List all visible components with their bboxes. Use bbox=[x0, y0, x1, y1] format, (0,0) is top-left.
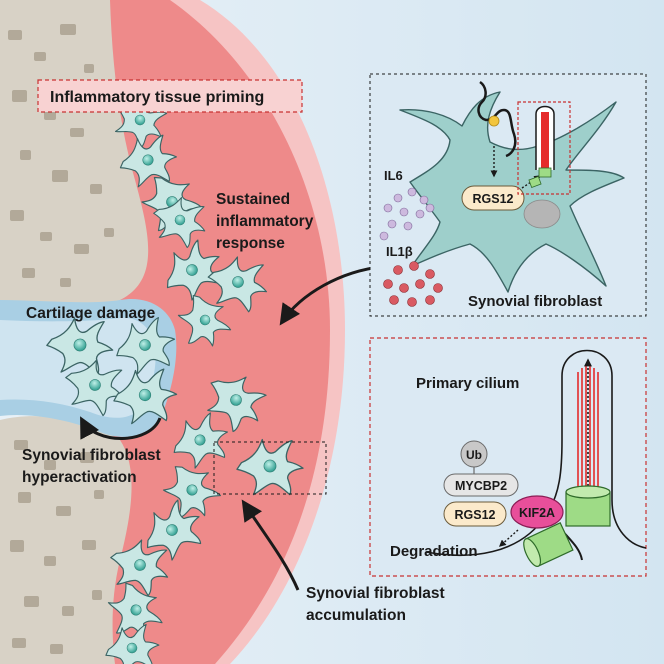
hyperactivation-label-line1: Synovial fibroblast bbox=[22, 447, 161, 464]
priming-label: Inflammatory tissue priming bbox=[50, 89, 264, 106]
cilium-axoneme bbox=[577, 366, 599, 490]
il1b-dots bbox=[383, 261, 443, 307]
il6-label: IL6 bbox=[384, 168, 403, 183]
sustained-label-line2: inflammatory bbox=[216, 213, 314, 230]
priming-label-box bbox=[37, 79, 303, 113]
selected-cell-box bbox=[213, 441, 327, 495]
accumulation-arrow bbox=[241, 499, 300, 591]
kif2a-label: KIF2A bbox=[519, 506, 555, 520]
rgs12-label-lower: RGS12 bbox=[455, 508, 496, 522]
rgs12-label: RGS12 bbox=[473, 192, 514, 206]
small-basal-body bbox=[538, 167, 552, 178]
synovial-fibroblast-panel: RGS12 IL6 IL1β bbox=[369, 73, 647, 317]
il1b-label: IL1β bbox=[386, 244, 413, 259]
cilium-panel-frame bbox=[369, 337, 647, 577]
accumulation-label-line2: accumulation bbox=[306, 607, 406, 624]
synovial-fibroblast-label: Synovial fibroblast bbox=[468, 293, 602, 310]
accumulation-label-line1: Synovial fibroblast bbox=[306, 585, 445, 602]
ligand-icon bbox=[488, 115, 500, 127]
big-cell-nucleus bbox=[523, 199, 561, 229]
primary-cilium-panel: Ub MYCBP2 RGS12 KIF2A Primary cilium Deg… bbox=[369, 337, 647, 577]
hyperactivation-arrow bbox=[80, 416, 162, 440]
cilium-highlight-box bbox=[517, 101, 571, 195]
sustained-label-line3: response bbox=[216, 235, 285, 252]
hyperactivation-label-line2: hyperactivation bbox=[22, 469, 137, 486]
mycbp2-label: MYCBP2 bbox=[455, 479, 507, 493]
small-cilium-axoneme bbox=[541, 112, 549, 170]
basal-body bbox=[565, 485, 611, 527]
small-basal-body-2 bbox=[528, 176, 542, 188]
kif2a-ellipse bbox=[510, 495, 564, 529]
receptor-icon bbox=[477, 80, 517, 158]
rgs12-pill bbox=[461, 185, 525, 211]
cartilage-damage-label: Cartilage damage bbox=[26, 305, 156, 322]
mycbp2-pill bbox=[443, 473, 519, 497]
rgs12-pill-lower bbox=[443, 501, 507, 527]
degradation-arrow bbox=[498, 529, 519, 547]
bone-spots bbox=[8, 24, 114, 654]
ub-label: Ub bbox=[466, 448, 482, 462]
sustained-label-line1: Sustained bbox=[216, 191, 290, 208]
basal-body-2 bbox=[523, 522, 574, 567]
il6-dots bbox=[379, 187, 435, 241]
degradation-label: Degradation bbox=[390, 543, 478, 560]
cilium-membrane bbox=[425, 349, 647, 557]
primary-cilium-label: Primary cilium bbox=[416, 375, 519, 392]
